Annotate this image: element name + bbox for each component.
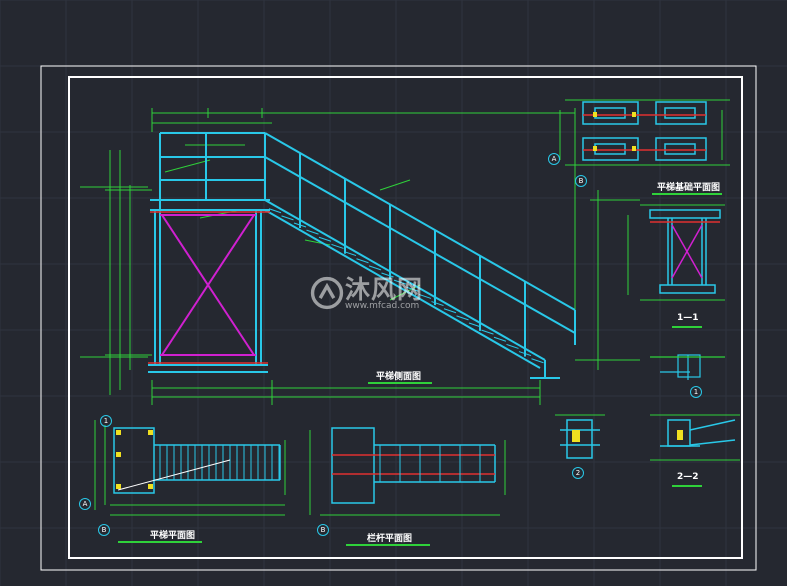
- title-underline: [652, 193, 722, 195]
- watermark-url: www.mfcad.com: [345, 301, 420, 311]
- axis-mark-b: B: [317, 524, 329, 536]
- axis-mark-2: 2: [572, 467, 584, 479]
- railing-plan: [309, 427, 506, 516]
- axis-mark-b: B: [98, 524, 110, 536]
- title-stair-plan: 平梯平面图: [150, 531, 196, 541]
- side-elevation: [80, 108, 640, 405]
- title-section-1-1: 1—1: [677, 313, 699, 323]
- title-underline: [368, 382, 432, 384]
- axis-mark-a: A: [79, 498, 91, 510]
- outer-frame: [40, 65, 757, 571]
- inner-frame: [68, 76, 743, 559]
- title-railing-plan: 栏杆平面图: [367, 534, 413, 544]
- title-underline: [346, 544, 430, 546]
- detail-1: [650, 354, 725, 380]
- watermark-brand: 沐风网: [345, 275, 424, 304]
- axis-mark-b: B: [575, 175, 587, 187]
- section-1-1: [627, 204, 725, 301]
- stair-plan: [94, 420, 286, 516]
- title-underline: [672, 326, 702, 328]
- title-foundation-plan: 平梯基础平面图: [657, 183, 721, 193]
- axis-mark-a: A: [548, 153, 560, 165]
- watermark-logo-icon: [310, 276, 344, 310]
- title-underline: [672, 485, 702, 487]
- title-section-2-2: 2—2: [677, 472, 699, 482]
- foundation-plan: [559, 99, 730, 166]
- title-underline: [118, 541, 202, 543]
- axis-mark-1: 1: [690, 386, 702, 398]
- section-2-2: [650, 414, 740, 461]
- axis-mark-1: 1: [100, 415, 112, 427]
- title-side-elevation: 平梯侧面图: [376, 372, 422, 382]
- detail-2: [555, 414, 605, 459]
